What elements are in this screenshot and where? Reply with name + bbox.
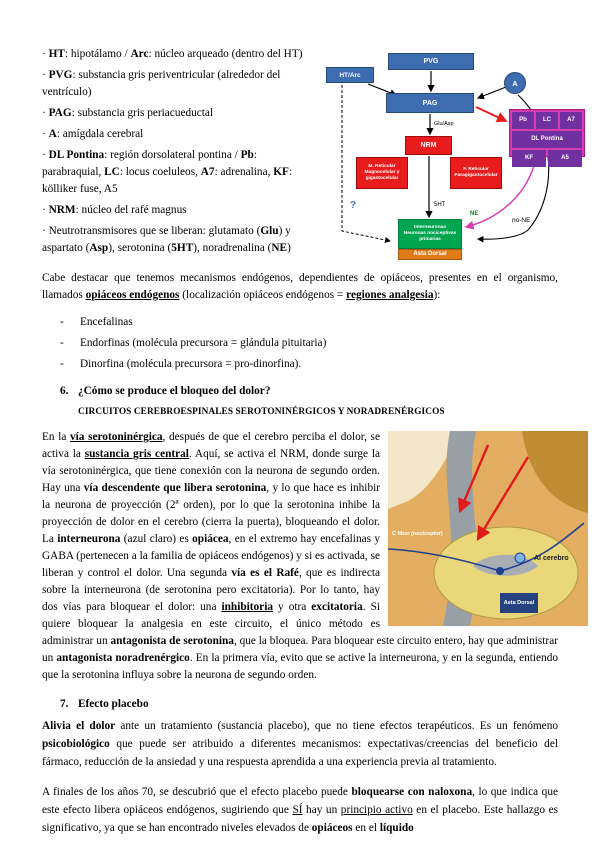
dl-row: DL Pontina xyxy=(512,131,582,148)
list-marker: - xyxy=(60,358,64,370)
section-number: 7. xyxy=(60,698,69,710)
paragraph-opiaceos-endogenos: Cabe destacar que tenemos mecanismos end… xyxy=(42,272,558,301)
node-pb: Pb xyxy=(512,112,534,129)
node-reticular-magnocelular: M. Reticular Magnocelular y gigantocelul… xyxy=(356,157,408,189)
dl-row: KF A5 xyxy=(512,150,582,167)
spinal-circuit-art xyxy=(388,431,588,626)
node-ht-arc: HT/Arc xyxy=(326,67,374,83)
list-item: - Encefalinas xyxy=(60,314,558,331)
list-item: - Dinorfina (molécula precursora = pro-d… xyxy=(60,356,558,373)
node-kf: KF xyxy=(512,150,546,167)
abbreviation-list: · HT: hipotálamo / Arc: núcleo arqueado … xyxy=(42,45,320,261)
node-nociceptive-neurons: Interneuronas Neuronas nociceptivas prim… xyxy=(398,219,462,249)
section-6-body: C fiber (nociceptor) Al cerebro Asta Dor… xyxy=(42,429,588,694)
label-asta-dorsal: Asta Dorsal xyxy=(500,593,538,613)
dl-row: Pb LC A7 xyxy=(512,112,582,129)
section-7-heading: 7. Efecto placebo xyxy=(42,696,558,713)
node-pag: PAG xyxy=(386,93,474,113)
top-section: · HT: hipotálamo / Arc: núcleo arqueado … xyxy=(42,45,600,261)
list-item-text: Endorfinas (molécula precursora = glándu… xyxy=(80,337,327,349)
node-lc: LC xyxy=(536,112,558,129)
list-item-text: Dinorfina (molécula precursora = pro-din… xyxy=(80,358,302,370)
bullet-item: · HT: hipotálamo / Arc: núcleo arqueado … xyxy=(42,48,303,60)
section-6-subheading: CIRCUITOS CEREBROESPINALES SEROTONINÉRGI… xyxy=(78,407,445,417)
label-ne: NE xyxy=(470,211,479,217)
label-5ht: 5HT xyxy=(434,202,446,208)
bullet-item: · PAG: substancia gris periacueductal xyxy=(42,107,214,119)
list-item: - Endorfinas (molécula precursora = glán… xyxy=(60,335,558,352)
node-a7: A7 xyxy=(560,112,582,129)
section-6-heading: 6. ¿Cómo se produce el bloqueo del dolor… xyxy=(42,383,558,400)
node-dl-pontina-group: Pb LC A7 DL Pontina KF A5 xyxy=(509,109,585,167)
bullet-item: · Neutrotransmisores que se liberan: glu… xyxy=(42,225,291,254)
bullet-item: · NRM: núcleo del rafé magnus xyxy=(42,204,187,216)
paragraph-placebo-naloxona: A finales de los años 70, se descubrió q… xyxy=(42,786,558,834)
node-amigdala: A xyxy=(504,72,526,94)
section-title: Efecto placebo xyxy=(78,698,149,710)
node-nrm: NRM xyxy=(405,136,452,155)
label-no-ne: no-NE xyxy=(512,217,531,224)
green-box-line2: Neuronas nociceptivas primarias xyxy=(403,231,457,242)
node-reticular-paragigantocelular: F. Reticular Paragigantocelular xyxy=(450,157,502,189)
list-marker: - xyxy=(60,337,64,349)
section-number: 6. xyxy=(60,385,69,397)
label-glu-asp: Glu/Asp xyxy=(434,121,454,127)
node-dl-pontina: DL Pontina xyxy=(512,131,582,148)
section-title: ¿Cómo se produce el bloqueo del dolor? xyxy=(78,385,271,397)
node-a5: A5 xyxy=(548,150,582,167)
green-box-line1: Interneuronas xyxy=(414,225,446,231)
flowchart-connectors xyxy=(341,71,550,243)
node-pvg: PVG xyxy=(388,53,474,70)
paragraph-placebo-definicion: Alivia el dolor ante un tratamiento (sus… xyxy=(42,720,558,768)
list-item-text: Encefalinas xyxy=(80,316,133,328)
pain-pathway-flowchart: HT/Arc PVG PAG A Pb LC A7 DL Pontina KF … xyxy=(320,45,600,260)
label-c-fiber: C fiber (nociceptor) xyxy=(392,531,443,537)
bullet-item: · A: amígdala cerebral xyxy=(42,128,144,140)
node-asta-dorsal: Asta Dorsal xyxy=(398,249,462,260)
label-question-mark: ? xyxy=(350,200,357,211)
paragraph-circuito-serotoninergico: En la vía serotoninérgica, después de qu… xyxy=(42,431,558,681)
endogenous-opioids-list: - Encefalinas - Endorfinas (molécula pre… xyxy=(42,314,558,373)
bullet-item: · PVG: substancia gris periventricular (… xyxy=(42,69,281,98)
spinal-circuit-figure: C fiber (nociceptor) Al cerebro Asta Dor… xyxy=(388,431,588,626)
label-al-cerebro: Al cerebro xyxy=(534,555,569,562)
list-marker: - xyxy=(60,316,64,328)
bullet-item: · DL Pontina: región dorsolateral pontin… xyxy=(42,149,293,195)
